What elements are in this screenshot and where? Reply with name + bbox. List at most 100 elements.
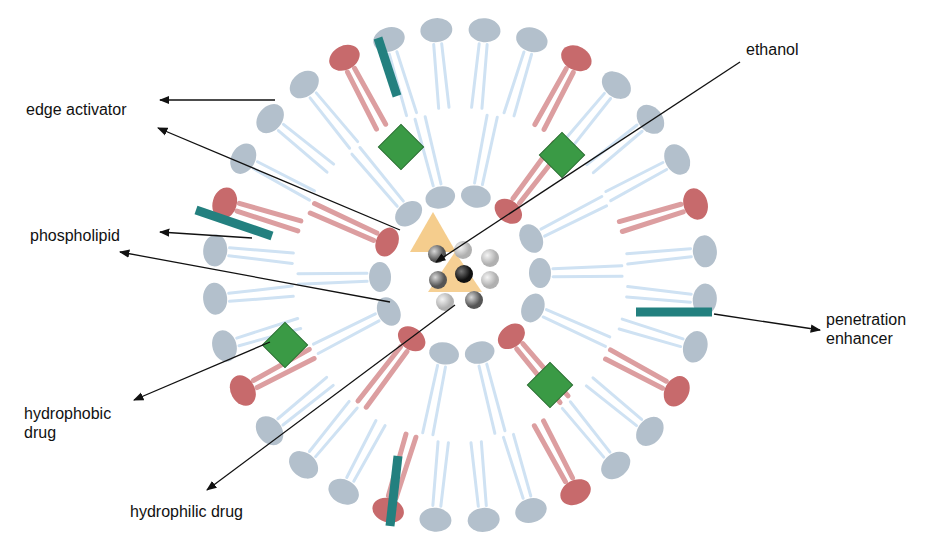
lipid-tail xyxy=(553,266,622,269)
lipid-tail xyxy=(229,286,293,293)
part-label: edge activator xyxy=(26,100,156,119)
edge-activator-head xyxy=(556,474,596,510)
lipid-tail xyxy=(553,275,622,278)
phospholipid-head xyxy=(324,474,364,510)
aqueous-core xyxy=(410,212,499,311)
lipid-tail xyxy=(423,365,438,432)
lipid-tail xyxy=(513,434,530,496)
phospholipid-head xyxy=(679,328,711,366)
hydrophilic-drug xyxy=(455,265,473,283)
lipid-tail xyxy=(628,287,692,295)
hydrophilic-drug xyxy=(481,249,499,267)
lipid-tail xyxy=(606,359,663,388)
part-label: hydrophobic drug xyxy=(24,404,134,442)
lipid-tail xyxy=(619,204,681,221)
lipid-tail xyxy=(433,442,438,506)
lipid-tail xyxy=(315,204,377,234)
part-label: phospholipid xyxy=(30,226,150,245)
phospholipid-head xyxy=(427,340,461,368)
phospholipid-head xyxy=(467,17,501,44)
lipid-tail xyxy=(481,442,486,506)
phospholipid-head xyxy=(596,446,636,485)
phospholipid-head xyxy=(659,140,695,180)
lipid-tail xyxy=(545,206,607,236)
lipid-tail xyxy=(482,45,487,109)
lipid-tail xyxy=(472,44,480,108)
lipid-tail xyxy=(611,170,667,201)
lipid-tail xyxy=(514,54,532,116)
phospholipid-head xyxy=(462,338,496,367)
lipid-tail xyxy=(622,319,683,339)
lipid-tail xyxy=(298,281,367,284)
hydrophobic-drug xyxy=(262,322,307,367)
lipid-tail xyxy=(627,297,691,302)
leader-line xyxy=(714,314,820,330)
lipid-tail xyxy=(586,386,636,426)
lipid-tail xyxy=(487,364,505,431)
edge-activator-head xyxy=(493,318,530,354)
lipid-tail xyxy=(571,98,611,148)
lipid-tail xyxy=(229,296,293,301)
penetration-enhancer-rod xyxy=(636,308,712,317)
penetration-enhancer-rod xyxy=(378,38,397,96)
leader-line xyxy=(120,252,390,302)
phospholipid-head xyxy=(419,17,453,44)
lipid-tail xyxy=(313,314,375,344)
phospholipid-head xyxy=(459,183,493,211)
lipid-tail xyxy=(619,329,681,347)
hydrophobic-drug xyxy=(527,362,572,407)
phospholipid-head xyxy=(208,327,240,365)
lipid-tail xyxy=(355,68,386,124)
part-label: penetration enhancer xyxy=(826,310,921,348)
lipid-heads xyxy=(202,17,719,534)
edge-activator-head xyxy=(393,321,430,357)
phospholipid-head xyxy=(418,506,452,533)
phospholipid-head xyxy=(517,290,549,326)
hydrophobic-drug xyxy=(539,132,584,177)
lipid-tail xyxy=(593,131,642,172)
lipid-tail xyxy=(316,93,357,142)
lipid-tail xyxy=(257,162,314,191)
lipid-tail xyxy=(239,203,301,221)
phospholipid-head xyxy=(202,233,229,267)
phospholipid-head xyxy=(250,411,289,451)
phospholipid-head xyxy=(423,183,457,212)
lipid-tail xyxy=(543,317,605,347)
leader-line xyxy=(436,62,740,262)
lipid-tail xyxy=(441,443,449,507)
lipid-tail xyxy=(397,52,417,113)
edge-activator-head xyxy=(557,40,597,76)
hydrophilic-drug xyxy=(481,271,499,289)
lipid-tail xyxy=(358,347,401,401)
lipid-tail xyxy=(628,257,692,264)
edge-activator-head xyxy=(659,372,695,412)
lipid-tail xyxy=(471,443,478,507)
phospholipid-head xyxy=(284,445,324,484)
lipid-tail xyxy=(627,249,691,254)
lipid-tail xyxy=(479,366,495,433)
hydrophilic-drug xyxy=(465,291,483,309)
lipid-tail xyxy=(503,437,523,498)
lipid-tail xyxy=(622,212,683,232)
phospholipid-head xyxy=(284,65,324,104)
lipid-tail xyxy=(562,408,603,457)
leader-line xyxy=(207,305,455,490)
phospholipid-head xyxy=(691,234,718,268)
lipid-tail xyxy=(482,117,497,184)
phospholipid-head xyxy=(369,262,392,293)
edge-activator-head xyxy=(225,371,261,411)
leader-line xyxy=(158,128,400,230)
lipid-tail xyxy=(230,248,294,253)
lipid-tail xyxy=(278,377,327,418)
part-label: hydrophilic drug xyxy=(130,502,290,521)
phospholipid-head xyxy=(631,99,670,139)
phospholipid-head xyxy=(515,220,548,257)
phospholipid-head xyxy=(513,24,551,56)
phospholipid-head xyxy=(202,282,229,316)
penetration-enhancer-rod xyxy=(196,210,272,236)
penetration-enhancer-rod xyxy=(390,456,398,526)
lipid-tail xyxy=(442,44,449,108)
